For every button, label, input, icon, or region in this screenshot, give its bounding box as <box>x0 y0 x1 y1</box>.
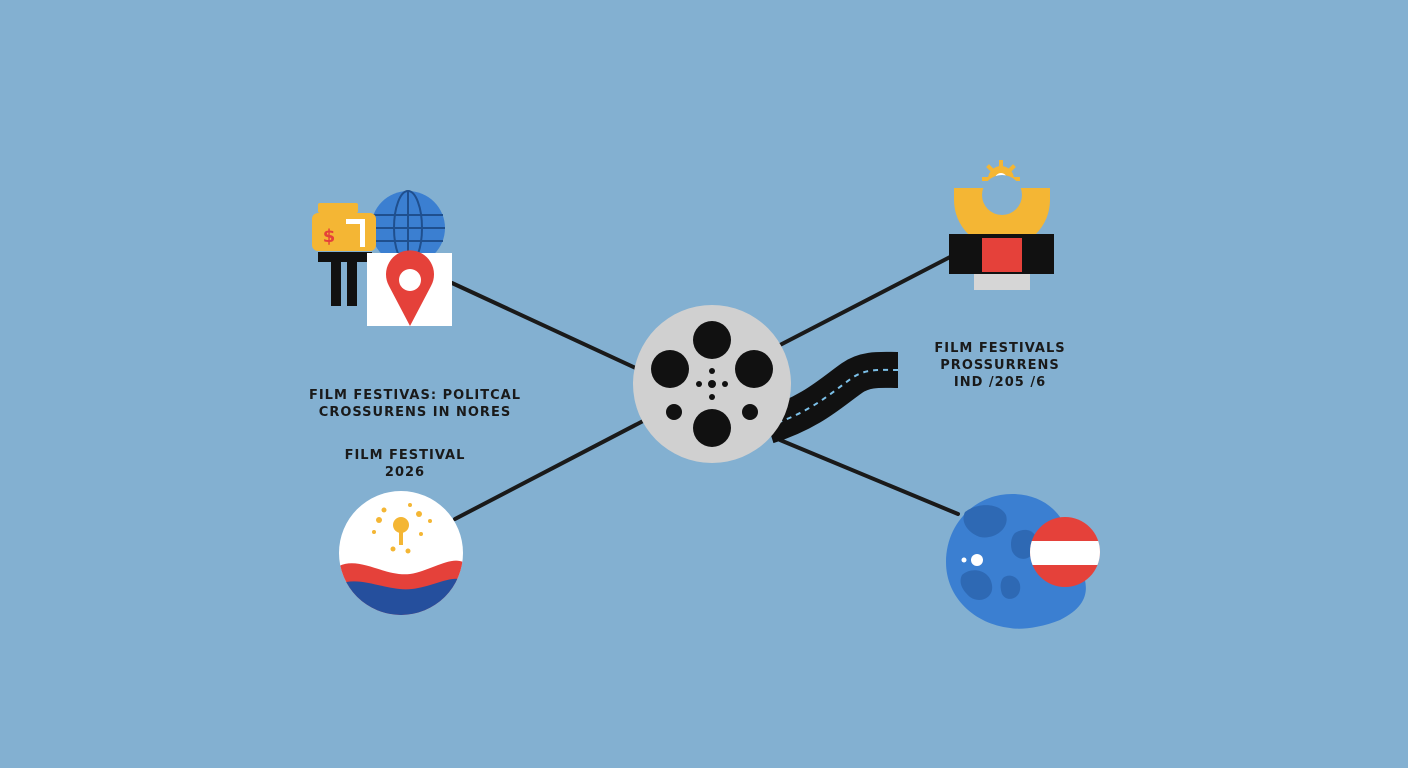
award-podium-icon <box>949 160 1054 290</box>
right-caption-line-2: PROSSURRENS <box>940 358 1060 373</box>
right-caption-line-3: IND /205 /6 <box>953 375 1047 390</box>
left-caption-line-2: CROSSURENS IN NORES <box>318 405 512 420</box>
film-reel-icon <box>633 305 791 463</box>
location-pin-icon <box>367 250 452 326</box>
left-caption: FILM FESTIVAS: POLITCAL CROSSURENS IN NO… <box>290 387 540 421</box>
year-caption-title: FILM FESTIVAL <box>344 448 466 463</box>
year-caption: FILM FESTIVAL 2026 <box>330 447 480 481</box>
connector-bottom-right <box>778 438 960 516</box>
connector-top-right <box>778 254 954 347</box>
globe-icon <box>371 190 445 266</box>
connector-top-left <box>450 281 642 372</box>
left-caption-line-1: FILM FESTIVAS: POLITCAL <box>308 388 522 403</box>
right-caption: FILM FESTIVALS PROSSURRENS IND /205 /6 <box>900 340 1100 391</box>
flag-emblem-icon <box>339 491 463 615</box>
connector-lines <box>450 254 960 521</box>
world-flag-icon <box>946 494 1100 629</box>
film-strip-icon <box>762 351 899 444</box>
right-caption-line-1: FILM FESTIVALS <box>934 341 1066 356</box>
svg-text:$: $ <box>323 226 336 247</box>
year-caption-year: 2026 <box>384 465 426 480</box>
money-camera-icon: $ <box>312 203 376 306</box>
connector-bottom-left <box>453 418 647 521</box>
